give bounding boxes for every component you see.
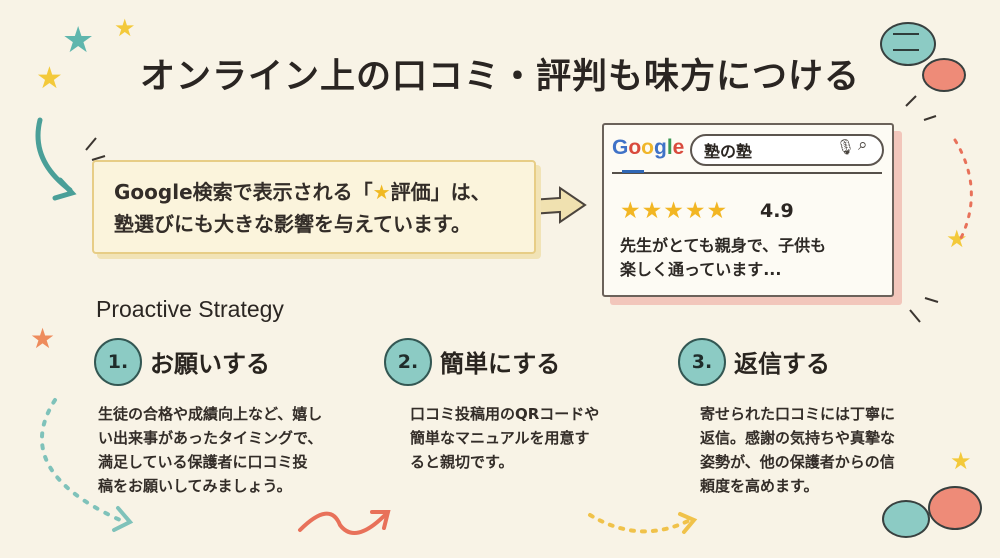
step-desc-line: い出来事があったタイミングで、 [98,429,323,447]
star-icon: ★ [946,225,968,253]
star-icon: ★ [30,322,56,355]
step-desc-line: 簡単なマニュアルを用意す [410,429,590,447]
mic-icon[interactable]: 🎙 [836,138,856,156]
step-desc-line: ると親切です。 [410,453,514,471]
speech-bubble-icon [882,500,930,538]
step-desc-line: 口コミ投稿用のQRコードや [410,405,600,423]
step-number: 3. [678,338,726,386]
step-title: 返信する [734,350,830,378]
star-icon: ★ [950,447,972,475]
search-icon[interactable]: ⌕ [858,135,868,155]
google-logo-letter: l [666,136,673,159]
info-line1-after: 評価」は、 [390,180,491,204]
search-query: 塾の塾 [704,142,753,161]
step-desc-line: 稿をお願いしてみましょう。 [98,477,292,495]
speech-bubble-icon [922,58,966,92]
search-input[interactable] [690,134,884,166]
step-desc-line: 寄せられた口コミには丁寧に [700,405,896,423]
google-logo-letter: o [641,136,654,159]
step-description: 寄せられた口コミには丁寧に 返信。感謝の気持ちや真摯な 姿勢が、他の保護者からの… [700,402,940,498]
step-description: 生徒の合格や成績向上など、嬉し い出来事があったタイミングで、 満足している保護… [98,402,388,498]
review-line: 楽しく通っています... [620,260,782,279]
step-description: 口コミ投稿用のQRコードや 簡単なマニュアルを用意す ると親切です。 [410,402,650,474]
star-icon: ★ [36,61,63,96]
google-logo-letter: o [628,136,642,159]
rating-value: 4.9 [760,200,794,222]
speech-bubble-icon [928,486,982,530]
rating-stars: ★★★★★ [620,198,729,224]
arrow-icon [35,117,73,193]
speech-bubble-icon [880,22,936,66]
step-desc-line: 満足している保護者に口コミ投 [98,453,308,471]
hand-pointing-icon [529,186,587,224]
page-title: オンライン上の口コミ・評判も味方につける [139,57,860,97]
step-desc-line: 姿勢が、他の保護者からの信 [700,453,895,471]
info-box [92,160,536,254]
info-line2: 塾選びにも大きな影響を与えています。 [114,212,471,236]
star-icon: ★ [114,14,136,42]
star-icon: ★ [62,20,95,61]
speech-bubble-lines [893,33,919,51]
google-logo-letter: e [672,136,685,159]
step-desc-line: 返信。感謝の気持ちや真摯な [700,429,896,447]
strategy-heading: Proactive Strategy [96,296,284,322]
review-text: 先生がとても親身で、子供も 楽しく通っています... [620,234,890,282]
step-title: お願いする [150,350,270,378]
star-icon: ★ [372,180,391,204]
tab-active-indicator [622,170,644,173]
step-title: 簡単にする [440,350,561,378]
tab-divider [612,172,882,174]
google-logo-letter: g [654,136,667,159]
google-logo: Google [612,136,684,160]
arrow-icon [52,177,77,201]
step-number: 1. [94,338,142,386]
info-line1-before: Google検索で表示される「 [114,180,373,204]
review-line: 先生がとても親身で、子供も [620,236,827,255]
step-desc-line: 生徒の合格や成績向上など、嬉し [98,405,323,423]
step-number: 2. [384,338,432,386]
info-text: Google検索で表示される「★評価」は、 塾選びにも大きな影響を与えています。 [114,176,534,240]
google-logo-letter: G [612,136,629,159]
step-desc-line: 頼度を高めます。 [700,477,819,495]
